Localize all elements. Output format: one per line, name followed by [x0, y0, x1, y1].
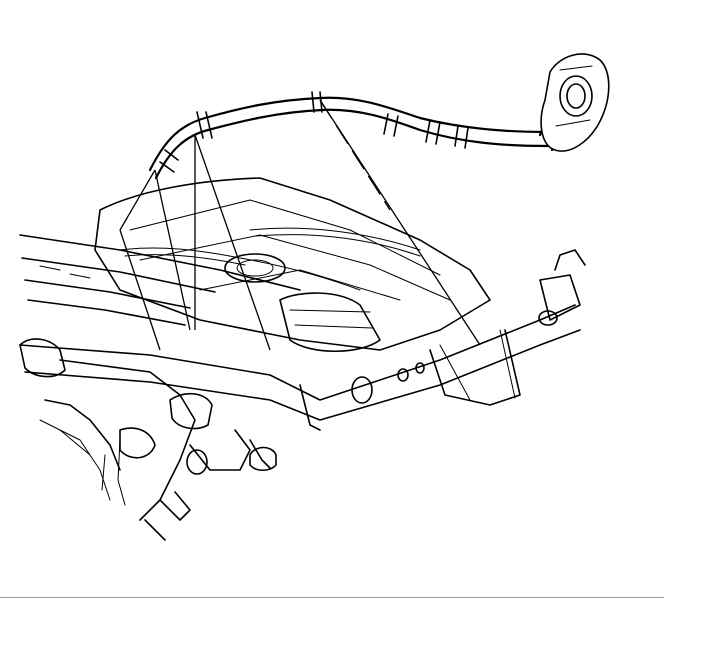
- brake-lines: [119, 227, 421, 291]
- fuel-tank: [94, 177, 491, 353]
- suspension-assembly: [19, 338, 277, 541]
- rear-frame-crossmember: [19, 249, 586, 431]
- fuel-filler-neck: [538, 53, 610, 152]
- leader-lines: [119, 99, 481, 351]
- fuel-filler-hose: [148, 91, 550, 180]
- left-frame-rail: [19, 234, 301, 326]
- bottom-rule: [0, 597, 664, 598]
